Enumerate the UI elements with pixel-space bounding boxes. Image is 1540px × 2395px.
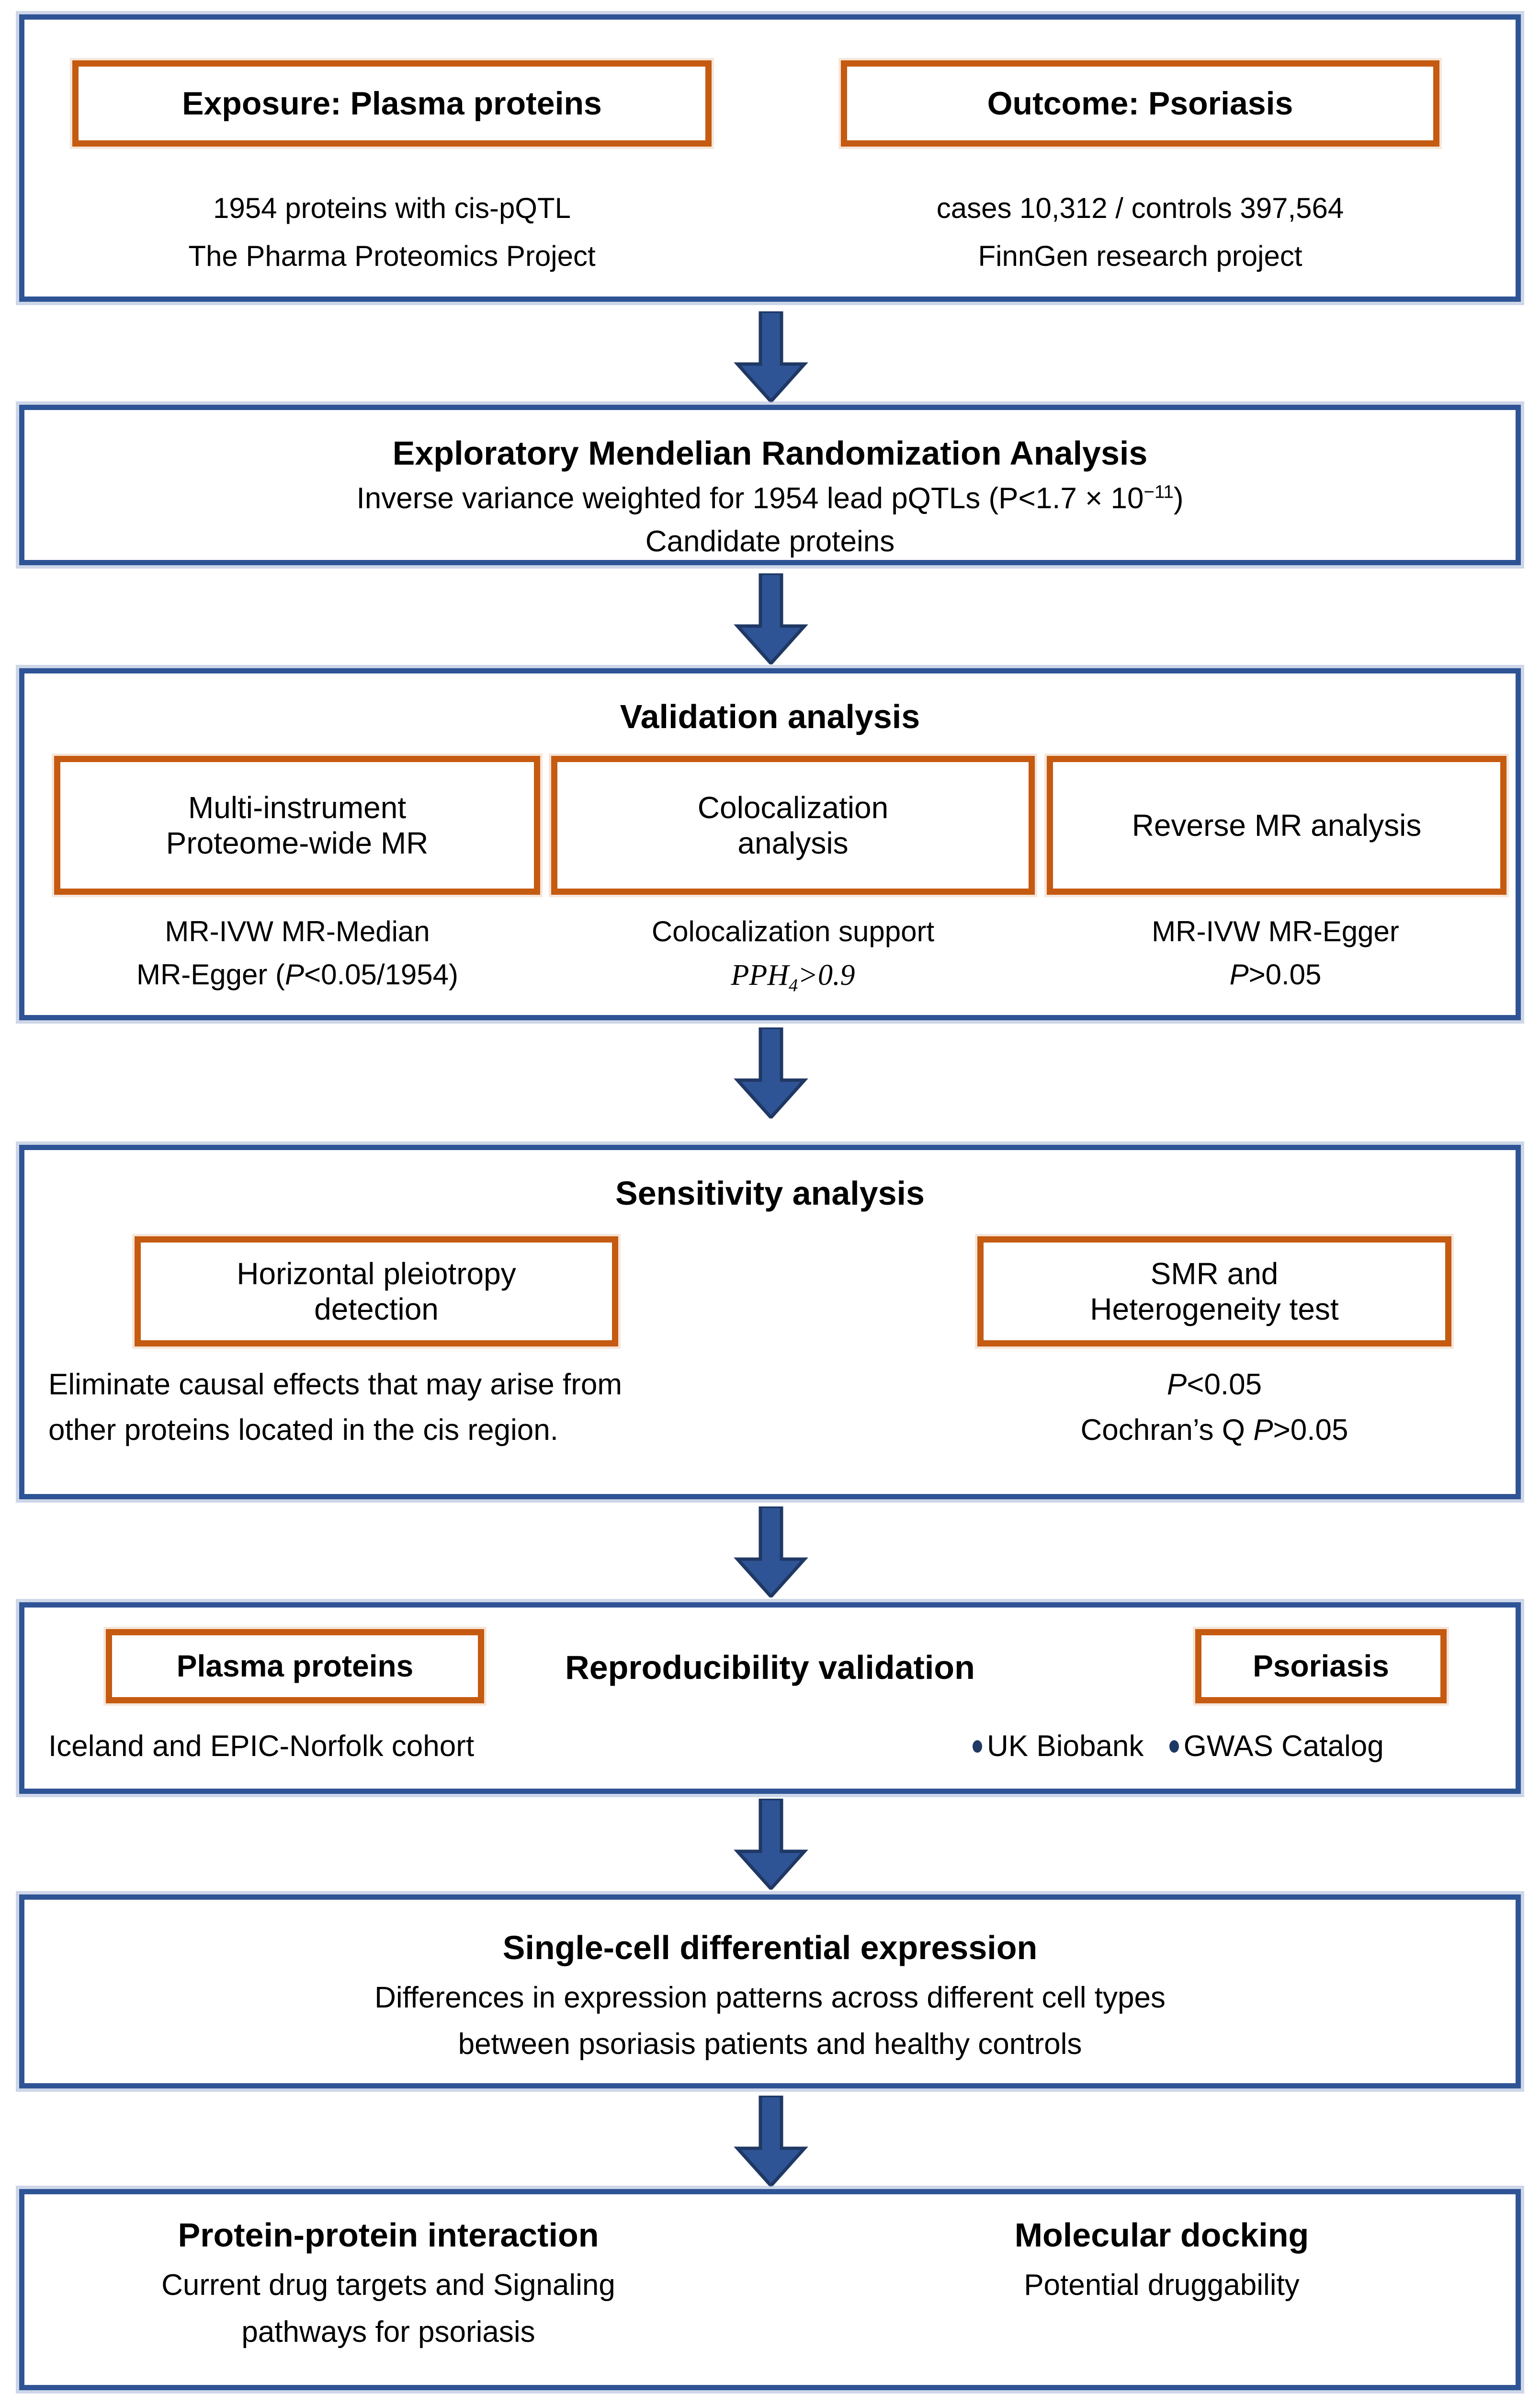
exposure-detail-line-2: The Pharma Proteomics Project xyxy=(188,240,596,272)
exploratory-mr-line-1-suffix: ) xyxy=(1173,482,1184,515)
outcome-detail-line-1: cases 10,312 / controls 397,564 xyxy=(936,192,1344,224)
multi-instrument-caption-line-1: MR-IVW MR-Median xyxy=(165,915,430,947)
exposure-header-label: Exposure: Plasma proteins xyxy=(182,85,602,122)
bullet-icon-gwas-catalog xyxy=(1169,1740,1179,1753)
plasma-proteins-caption: Iceland and EPIC-Norfolk cohort xyxy=(48,1730,475,1763)
outcome-header-box: Outcome: Psoriasis xyxy=(841,60,1439,147)
colocalization-caption-line-2: PPH4>0.9 xyxy=(546,956,1040,998)
mi-caption-p: P xyxy=(285,958,305,991)
uk-biobank-label: UK Biobank xyxy=(987,1730,1144,1763)
ppi-line-2: pathways for psoriasis xyxy=(241,2315,535,2349)
cochran-q-label: Cochran’s Q xyxy=(1080,1414,1254,1447)
arrow-down-1 xyxy=(733,309,809,404)
psoriasis-box: Psoriasis xyxy=(1195,1629,1447,1703)
coloc-pph-label: PPH xyxy=(731,959,789,992)
psoriasis-label: Psoriasis xyxy=(1253,1649,1389,1684)
multi-instrument-box: Multi-instrument Proteome-wide MR xyxy=(54,756,540,895)
single-cell-line-1: Differences in expression patterns acros… xyxy=(374,1981,1166,2014)
psoriasis-caption-group: UK Biobank GWAS Catalog xyxy=(973,1727,1518,1766)
cochran-q-post: >0.05 xyxy=(1273,1414,1348,1447)
mi-caption-pre: MR-Egger ( xyxy=(136,958,285,991)
step-single-cell-box: Single-cell differential expression Diff… xyxy=(19,1894,1521,2088)
reverse-mr-box: Reverse MR analysis xyxy=(1047,756,1506,895)
outcome-header-label: Outcome: Psoriasis xyxy=(987,85,1293,122)
exposure-detail-line-1: 1954 proteins with cis-pQTL xyxy=(213,192,571,224)
arrow-down-2 xyxy=(733,571,809,666)
exploratory-mr-title: Exploratory Mendelian Randomization Anal… xyxy=(392,434,1148,472)
multi-instrument-label-line-1: Multi-instrument xyxy=(188,790,407,825)
sensitivity-title: Sensitivity analysis xyxy=(615,1175,925,1212)
arrow-down-6 xyxy=(733,2094,809,2189)
exploratory-mr-line-1: Inverse variance weighted for 1954 lead … xyxy=(24,479,1516,518)
reverse-mr-caption-line-2: P>0.05 xyxy=(1040,956,1511,993)
smr-heterogeneity-label-line-1: SMR and xyxy=(1150,1256,1279,1291)
cochran-q-p: P xyxy=(1253,1414,1273,1447)
smr-heterogeneity-box: SMR and Heterogeneity test xyxy=(977,1236,1451,1346)
exploratory-mr-exponent: −11 xyxy=(1144,481,1174,502)
step-sensitivity-box: Sensitivity analysis Horizontal pleiotro… xyxy=(19,1145,1521,1499)
bullet-icon-uk-biobank xyxy=(973,1740,982,1753)
multi-instrument-caption-line-2: MR-Egger (P<0.05/1954) xyxy=(39,956,556,993)
step-downstream-box: Protein-protein interaction Current drug… xyxy=(19,2189,1521,2390)
validation-title: Validation analysis xyxy=(620,698,920,735)
colocalization-caption-line-1: Colocalization support xyxy=(651,915,935,947)
reverse-mr-caption-line-1: MR-IVW MR-Egger xyxy=(1152,915,1399,947)
smr-heterogeneity-caption-line-2: Cochran’s Q P>0.05 xyxy=(949,1411,1480,1450)
arrow-down-5 xyxy=(733,1797,809,1892)
outcome-detail-line-2: FinnGen research project xyxy=(978,240,1302,272)
rev-caption-p: P xyxy=(1229,958,1249,991)
plasma-proteins-label: Plasma proteins xyxy=(176,1649,414,1684)
molecular-docking-line-1: Potential druggability xyxy=(1024,2269,1300,2302)
reproducibility-title: Reproducibility validation xyxy=(565,1649,975,1686)
multi-instrument-label-line-2: Proteome-wide MR xyxy=(166,826,429,860)
reverse-mr-label: Reverse MR analysis xyxy=(1132,808,1422,843)
ppi-title: Protein-protein interaction xyxy=(178,2216,599,2254)
molecular-docking-title: Molecular docking xyxy=(1014,2216,1309,2254)
horizontal-pleiotropy-label-line-2: detection xyxy=(314,1292,439,1326)
single-cell-line-2: between psoriasis patients and healthy c… xyxy=(458,2028,1082,2061)
horizontal-pleiotropy-box: Horizontal pleiotropy detection xyxy=(135,1236,618,1346)
colocalization-label-line-1: Colocalization xyxy=(697,790,889,825)
smr-heterogeneity-label-line-2: Heterogeneity test xyxy=(1090,1292,1339,1326)
colocalization-box: Colocalization analysis xyxy=(551,756,1035,895)
exploratory-mr-line-2: Candidate proteins xyxy=(645,525,895,558)
smr-caption-post: <0.05 xyxy=(1187,1368,1262,1401)
horizontal-pleiotropy-caption-line-1: Eliminate causal effects that may arise … xyxy=(48,1368,623,1401)
horizontal-pleiotropy-label-line-1: Horizontal pleiotropy xyxy=(237,1256,516,1291)
plasma-proteins-box: Plasma proteins xyxy=(106,1629,484,1703)
horizontal-pleiotropy-caption-line-2: other proteins located in the cis region… xyxy=(48,1414,558,1447)
rev-caption-post: >0.05 xyxy=(1248,958,1322,991)
colocalization-label-line-2: analysis xyxy=(737,826,849,860)
step-reproducibility-box: Plasma proteins Reproducibility validati… xyxy=(19,1602,1521,1794)
ppi-line-1: Current drug targets and Signaling xyxy=(161,2269,615,2302)
exploratory-mr-line-1-prefix: Inverse variance weighted for 1954 lead … xyxy=(356,482,1144,515)
arrow-down-3 xyxy=(733,1026,809,1120)
step-exploratory-mr-box: Exploratory Mendelian Randomization Anal… xyxy=(19,405,1521,565)
arrow-down-4 xyxy=(733,1505,809,1599)
coloc-pph-subscript: 4 xyxy=(788,975,798,996)
smr-heterogeneity-caption-line-1: P<0.05 xyxy=(977,1366,1451,1404)
coloc-pph-tail: >0.9 xyxy=(798,959,855,992)
exposure-header-box: Exposure: Plasma proteins xyxy=(72,60,712,147)
mi-caption-post: <0.05/1954) xyxy=(304,958,459,991)
gwas-catalog-label: GWAS Catalog xyxy=(1183,1730,1384,1763)
step-data-sources-box: Exposure: Plasma proteins Outcome: Psori… xyxy=(19,14,1521,302)
single-cell-title: Single-cell differential expression xyxy=(502,1929,1038,1966)
smr-caption-p: P xyxy=(1166,1368,1187,1401)
step-validation-box: Validation analysis Multi-instrument Pro… xyxy=(19,668,1521,1020)
